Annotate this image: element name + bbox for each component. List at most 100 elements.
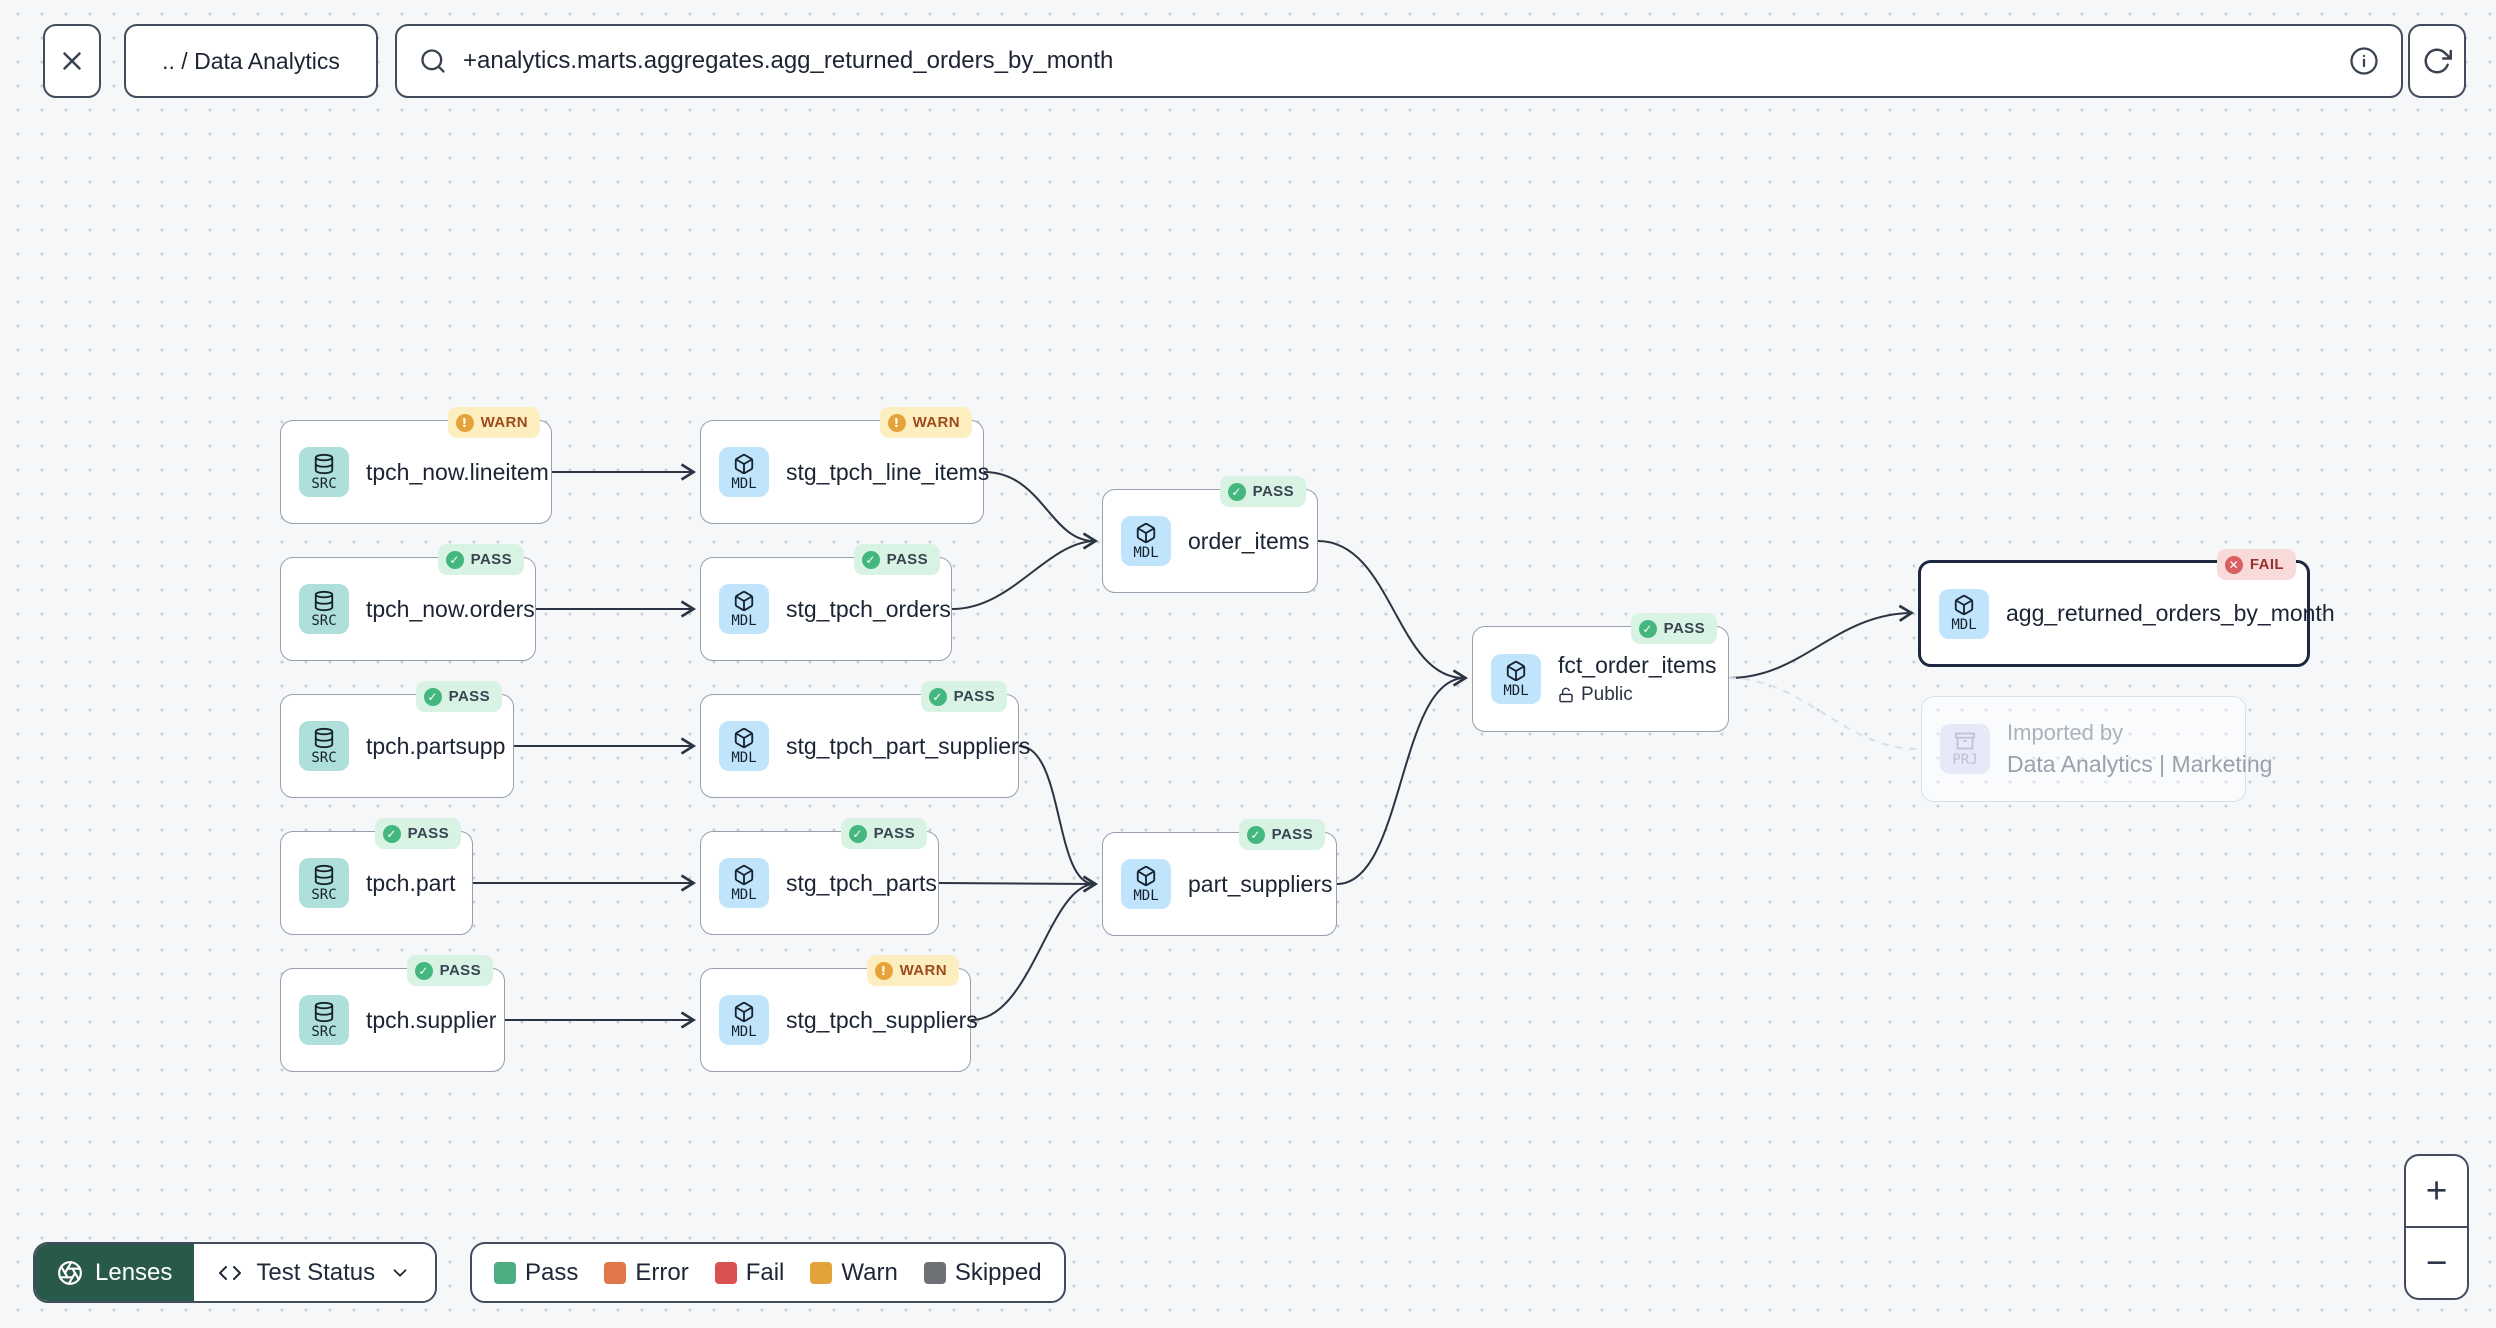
node-label: part_suppliers (1188, 870, 1333, 897)
status-badge: ✓PASS (853, 544, 940, 575)
status-badge: ✓PASS (840, 818, 927, 849)
node-tpch-part[interactable]: ✓PASS SRC tpch.part (280, 818, 473, 935)
lenses-button[interactable]: Lenses (35, 1244, 195, 1301)
status-badge: ✓PASS (1238, 819, 1325, 850)
fail-swatch (714, 1261, 737, 1284)
close-icon (63, 52, 81, 70)
chevron-down-icon (393, 1268, 407, 1277)
model-type-chip: MDL (719, 584, 769, 634)
cube-icon (1136, 865, 1156, 886)
pass-swatch (494, 1261, 516, 1284)
cube-icon (1136, 522, 1156, 543)
imported-by-label: Imported by (2007, 720, 2124, 745)
status-badge: ✓PASS (406, 955, 493, 986)
close-button[interactable] (43, 24, 101, 98)
node-label: order_items (1188, 527, 1310, 554)
warn-swatch (810, 1261, 833, 1284)
node-agg_returned_orders_by_month[interactable]: ✕FAIL MDL agg_returned_orders_by_month (1918, 549, 2335, 667)
lenses-control: Lenses Test Status (33, 1242, 438, 1303)
node-tpch-partsupp[interactable]: ✓PASS SRC tpch.partsupp (280, 681, 514, 798)
node-label: stg_tpch_orders (786, 595, 951, 622)
check-icon: ✓ (848, 824, 867, 843)
cube-icon (734, 727, 754, 748)
refresh-button[interactable] (2408, 24, 2466, 98)
skipped-swatch (923, 1261, 946, 1284)
model-type-chip: MDL (1121, 516, 1171, 566)
node-label: tpch.partsupp (366, 732, 506, 759)
model-type-chip: MDL (719, 995, 769, 1045)
error-swatch (604, 1261, 627, 1284)
cube-icon (734, 453, 754, 474)
node-tpch_now-lineitem[interactable]: !WARN SRC tpch_now.lineitem (280, 407, 552, 524)
lens-selector-dropdown[interactable]: Test Status (194, 1244, 436, 1301)
check-icon: ✓ (861, 550, 880, 569)
node-order_items[interactable]: ✓PASS MDL order_items (1102, 476, 1318, 593)
warn-icon: ! (874, 961, 893, 980)
node-fct_order_items[interactable]: ✓PASS MDL fct_order_items Public (1472, 613, 1729, 732)
check-icon: ✓ (445, 550, 464, 569)
database-icon (314, 590, 334, 611)
model-type-chip: MDL (719, 858, 769, 908)
zoom-in-button[interactable]: + (2406, 1156, 2467, 1228)
database-icon (314, 864, 334, 885)
node-stg_tpch_line_items[interactable]: !WARN MDL stg_tpch_line_items (700, 407, 989, 524)
breadcrumb[interactable]: .. / Data Analytics (124, 24, 378, 98)
node-label: stg_tpch_suppliers (786, 1006, 978, 1033)
database-icon (314, 453, 334, 474)
search-icon (421, 49, 445, 73)
legend-item-warn: Warn (810, 1259, 898, 1287)
cube-icon (734, 1001, 754, 1022)
info-icon[interactable] (2349, 46, 2379, 76)
node-part_suppliers[interactable]: ✓PASS MDL part_suppliers (1102, 819, 1337, 936)
warn-icon: ! (887, 413, 906, 432)
aperture-icon (58, 1260, 82, 1285)
check-icon: ✓ (382, 824, 401, 843)
model-type-chip: MDL (1491, 654, 1541, 704)
status-badge: ✓PASS (920, 681, 1007, 712)
node-stg_tpch_orders[interactable]: ✓PASS MDL stg_tpch_orders (700, 544, 952, 661)
legend-item-error: Error (604, 1259, 689, 1287)
source-type-chip: SRC (299, 584, 349, 634)
node-stg_tpch_suppliers[interactable]: !WARN MDL stg_tpch_suppliers (700, 955, 978, 1072)
check-icon: ✓ (928, 687, 947, 706)
model-type-chip: MDL (719, 721, 769, 771)
node-label: tpch_now.orders (366, 595, 535, 622)
model-type-chip: MDL (1939, 588, 1989, 639)
search-box[interactable] (395, 24, 2403, 98)
zoom-out-button[interactable]: − (2425, 1242, 2448, 1283)
node-label: fct_order_items (1558, 652, 1717, 678)
cube-icon (734, 864, 754, 885)
code-icon (219, 1265, 242, 1280)
node-label: tpch_now.lineitem (366, 458, 549, 485)
warn-icon: ! (455, 413, 474, 432)
search-input[interactable] (463, 47, 2333, 75)
status-badge: !WARN (879, 407, 972, 438)
check-icon: ✓ (1638, 619, 1657, 638)
cube-icon (734, 590, 754, 611)
source-type-chip: SRC (299, 721, 349, 771)
test-status-legend: Pass Error Fail Warn Skipped (470, 1242, 1066, 1303)
source-type-chip: SRC (299, 995, 349, 1045)
model-type-chip: MDL (1121, 859, 1171, 909)
node-label: tpch.part (366, 869, 456, 896)
node-tpch_now-orders[interactable]: ✓PASS SRC tpch_now.orders (280, 544, 536, 661)
check-icon: ✓ (423, 687, 442, 706)
fail-icon: ✕ (2224, 555, 2243, 574)
node-stg_tpch_part_suppliers[interactable]: ✓PASS MDL stg_tpch_part_suppliers (700, 681, 1030, 798)
zoom-controls: + − (2404, 1154, 2469, 1300)
node-label: agg_returned_orders_by_month (2006, 600, 2335, 626)
status-badge: ✓PASS (374, 818, 461, 849)
check-icon: ✓ (414, 961, 433, 980)
lenses-label: Lenses (95, 1258, 173, 1286)
lens-selected-label: Test Status (256, 1258, 376, 1286)
source-type-chip: SRC (299, 858, 349, 908)
check-icon: ✓ (1227, 482, 1246, 501)
visibility-label: Public (1558, 684, 1717, 706)
project-type-chip: PRJ (1940, 724, 1990, 774)
node-imported-by-project: PRJ Imported by Data Analytics | Marketi… (1921, 696, 2272, 802)
unlock-icon (1559, 687, 1573, 703)
legend-item-skipped: Skipped (923, 1259, 1042, 1287)
node-tpch-supplier[interactable]: ✓PASS SRC tpch.supplier (280, 955, 505, 1072)
node-stg_tpch_parts[interactable]: ✓PASS MDL stg_tpch_parts (700, 818, 939, 935)
model-type-chip: MDL (719, 447, 769, 497)
